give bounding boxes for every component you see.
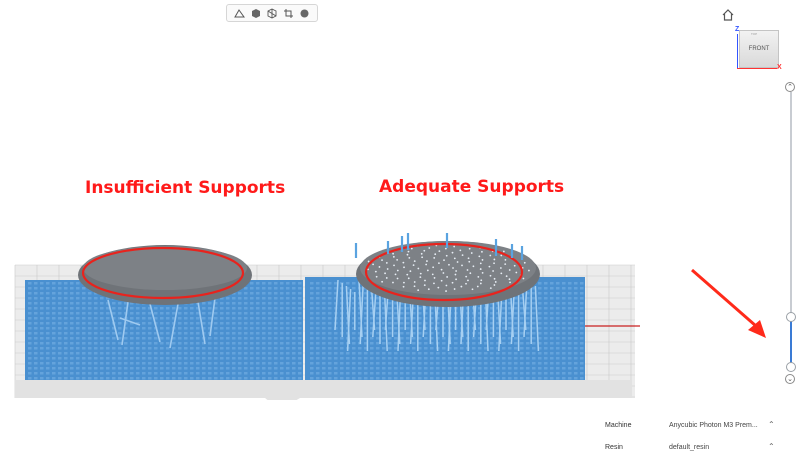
cube-view-icon[interactable] xyxy=(250,7,262,19)
slider-handle-bottom[interactable] xyxy=(786,362,796,372)
slider-down-icon[interactable]: ⌄ xyxy=(785,374,795,384)
slider-fill xyxy=(790,316,792,366)
resin-label: Resin xyxy=(605,444,623,451)
chevron-up-icon[interactable]: ⌃ xyxy=(768,442,775,451)
x-axis-line xyxy=(737,68,777,69)
resin-value[interactable]: default_resin xyxy=(669,444,710,451)
crop-icon[interactable] xyxy=(282,7,294,19)
side-panel xyxy=(640,0,800,450)
wireframe-icon[interactable] xyxy=(266,7,278,19)
resin-row[interactable]: Resin default_resin ⌃ xyxy=(605,440,795,462)
slider-track[interactable] xyxy=(790,92,792,366)
layer-slider[interactable]: ⌃ ⌄ xyxy=(784,82,798,386)
view-cube[interactable]: Z FRONT TOP X xyxy=(733,26,783,78)
sphere-icon[interactable] xyxy=(299,7,311,19)
home-icon[interactable] xyxy=(721,8,737,24)
cube-face-label: FRONT xyxy=(748,46,770,52)
print-settings: Machine Anycubic Photon M3 Prem... ⌃ Res… xyxy=(605,418,795,462)
highlight-left xyxy=(81,246,245,300)
annotation-adequate: Adequate Supports xyxy=(379,177,565,197)
view-toolbar xyxy=(226,4,318,22)
model-left-top xyxy=(83,246,247,290)
support-pins-top xyxy=(354,233,524,260)
model-right-top xyxy=(360,241,536,295)
pointer-arrow xyxy=(691,268,766,338)
cube-face-front[interactable]: FRONT xyxy=(739,30,779,68)
x-axis-label: X xyxy=(777,64,782,71)
plate-base xyxy=(15,380,632,400)
z-axis-line xyxy=(737,34,738,68)
machine-label: Machine xyxy=(605,422,632,429)
cube-top-label: TOP xyxy=(751,32,758,36)
3d-viewport[interactable]: Insufficient Supports Adequate Supports xyxy=(0,0,640,400)
supports-left xyxy=(107,297,216,349)
machine-row[interactable]: Machine Anycubic Photon M3 Prem... ⌃ xyxy=(605,418,795,440)
scene-canvas[interactable] xyxy=(0,0,640,400)
highlight-right xyxy=(364,242,524,302)
slider-up-icon[interactable]: ⌃ xyxy=(785,82,795,92)
perspective-icon[interactable] xyxy=(233,7,245,19)
chevron-up-icon[interactable]: ⌃ xyxy=(768,420,775,429)
slider-handle-top[interactable] xyxy=(786,312,796,322)
machine-value[interactable]: Anycubic Photon M3 Prem... xyxy=(669,422,758,429)
z-axis-label: Z xyxy=(735,26,740,33)
annotation-insufficient: Insufficient Supports xyxy=(85,178,286,198)
